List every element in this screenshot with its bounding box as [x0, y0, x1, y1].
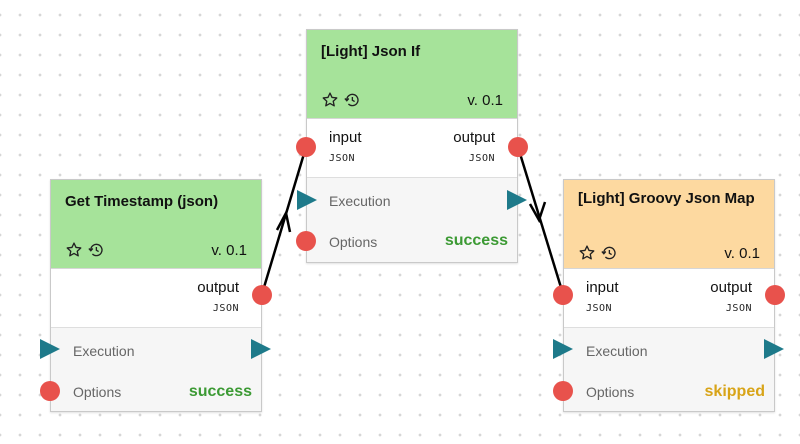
node-version: v. 0.1: [467, 92, 503, 109]
connection-timestamp-to-jsonif[interactable]: [260, 146, 308, 295]
node-version: v. 0.1: [724, 245, 760, 262]
timestamp-options-port-dot[interactable]: [40, 381, 60, 401]
execution-label: Execution: [586, 343, 648, 359]
node-get-timestamp[interactable]: Get Timestamp (json) v. 0.1 output JSON …: [50, 179, 262, 412]
json-if-output-port-dot[interactable]: [508, 137, 528, 157]
json-if-options-port-dot[interactable]: [296, 231, 316, 251]
options-label: Options: [329, 234, 378, 250]
node-title: [Light] Groovy Json Map: [578, 190, 755, 207]
node-footer: Execution Options skipped: [564, 327, 774, 411]
json-if-execution-out-arrow[interactable]: [507, 190, 527, 210]
groovy-execution-out-arrow[interactable]: [764, 339, 784, 359]
input-port-type: JSON: [329, 153, 356, 164]
node-title: [Light] Json If: [321, 43, 421, 60]
execution-label: Execution: [73, 343, 135, 359]
input-port-label: input: [329, 129, 362, 146]
connection-jsonif-to-groovy[interactable]: [516, 146, 565, 295]
node-header: [Light] Json If v. 0.1: [307, 30, 517, 119]
output-port-type: JSON: [468, 153, 495, 164]
node-title: Get Timestamp (json): [65, 193, 219, 210]
status-badge: skipped: [704, 383, 765, 400]
options-label: Options: [586, 384, 635, 400]
status-badge: success: [444, 232, 508, 249]
timestamp-execution-out-arrow[interactable]: [251, 339, 271, 359]
history-icon[interactable]: [600, 244, 618, 262]
history-icon[interactable]: [87, 241, 105, 259]
star-icon[interactable]: [65, 241, 83, 259]
execution-label: Execution: [329, 193, 391, 209]
json-if-input-port-dot[interactable]: [296, 137, 316, 157]
node-ports: input JSON output JSON: [307, 119, 517, 177]
options-label: Options: [73, 384, 122, 400]
output-port-label: output: [710, 279, 752, 296]
node-groovy-json-map[interactable]: [Light] Groovy Json Map v. 0.1 input JSO…: [563, 179, 775, 412]
groovy-options-port-dot[interactable]: [553, 381, 573, 401]
star-icon[interactable]: [321, 91, 339, 109]
input-port-label: input: [586, 279, 619, 296]
groovy-input-port-dot[interactable]: [553, 285, 573, 305]
status-badge: success: [188, 383, 252, 400]
star-icon[interactable]: [578, 244, 596, 262]
output-port-type: JSON: [212, 303, 239, 314]
input-port-type: JSON: [586, 303, 613, 314]
node-version: v. 0.1: [211, 242, 247, 259]
groovy-execution-in-arrow[interactable]: [553, 339, 573, 359]
node-header: [Light] Groovy Json Map v. 0.1: [564, 180, 774, 269]
output-port-label: output: [453, 129, 495, 146]
node-ports: output JSON: [51, 269, 261, 327]
timestamp-execution-in-arrow[interactable]: [40, 339, 60, 359]
json-if-execution-in-arrow[interactable]: [297, 190, 317, 210]
history-icon[interactable]: [343, 91, 361, 109]
node-footer: Execution Options success: [51, 327, 261, 411]
node-json-if[interactable]: [Light] Json If v. 0.1 input JSON output…: [306, 29, 518, 263]
timestamp-output-port-dot[interactable]: [252, 285, 272, 305]
connection-arrow-up: [275, 209, 292, 233]
node-header: Get Timestamp (json) v. 0.1: [51, 180, 261, 269]
connection-arrow-down: [528, 201, 547, 224]
groovy-output-port-dot[interactable]: [765, 285, 785, 305]
node-footer: Execution Options success: [307, 177, 517, 262]
output-port-label: output: [197, 279, 239, 296]
node-ports: input JSON output JSON: [564, 269, 774, 327]
output-port-type: JSON: [725, 303, 752, 314]
